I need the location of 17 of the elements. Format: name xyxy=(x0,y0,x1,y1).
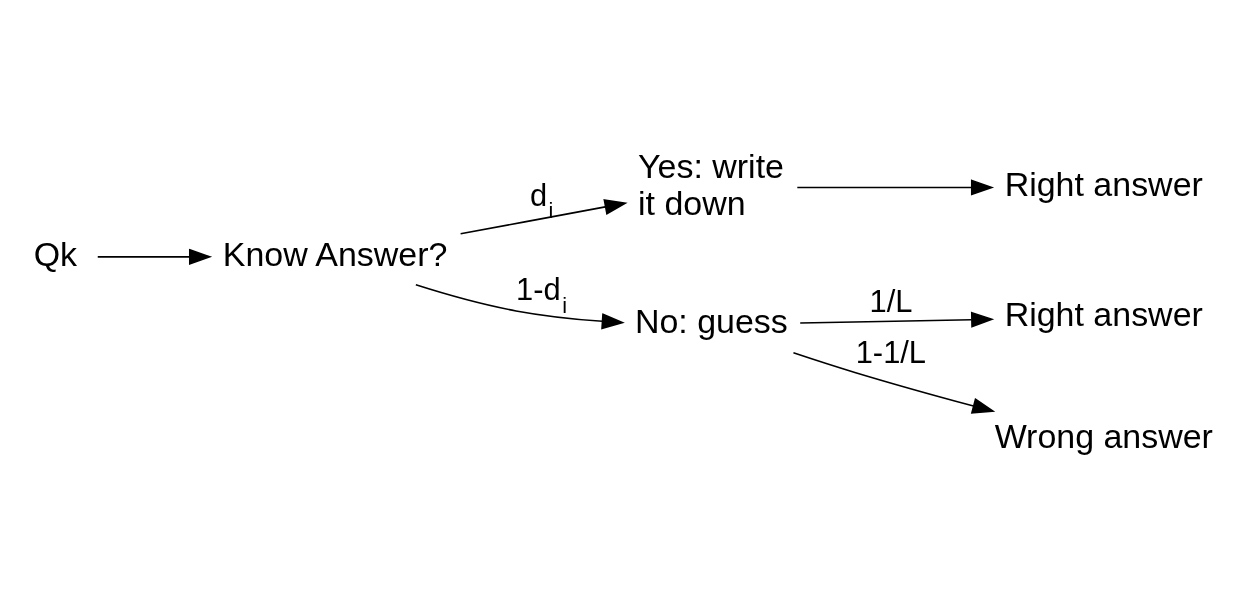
edge-label: 1-1/L xyxy=(855,334,927,370)
node-text: Wrong answer xyxy=(994,416,1213,455)
node-text: Qk xyxy=(33,234,78,273)
node-text: No: guess xyxy=(634,301,788,340)
arrow xyxy=(415,283,625,329)
node-text: Right answer xyxy=(1004,164,1203,203)
arrow xyxy=(97,248,213,265)
node-text: Yes: write it down xyxy=(638,146,784,222)
edge-label: 1-d$_{i}$ xyxy=(516,271,568,318)
arrow xyxy=(799,311,995,328)
edge-label: d$_{i}$ xyxy=(529,177,554,223)
arrow xyxy=(459,198,628,235)
node-text: Right answer xyxy=(1004,294,1203,333)
arrow xyxy=(792,351,996,414)
arrow xyxy=(796,178,995,195)
node-text: Know Answer? xyxy=(222,234,448,273)
edge-label: 1/L xyxy=(869,283,913,319)
